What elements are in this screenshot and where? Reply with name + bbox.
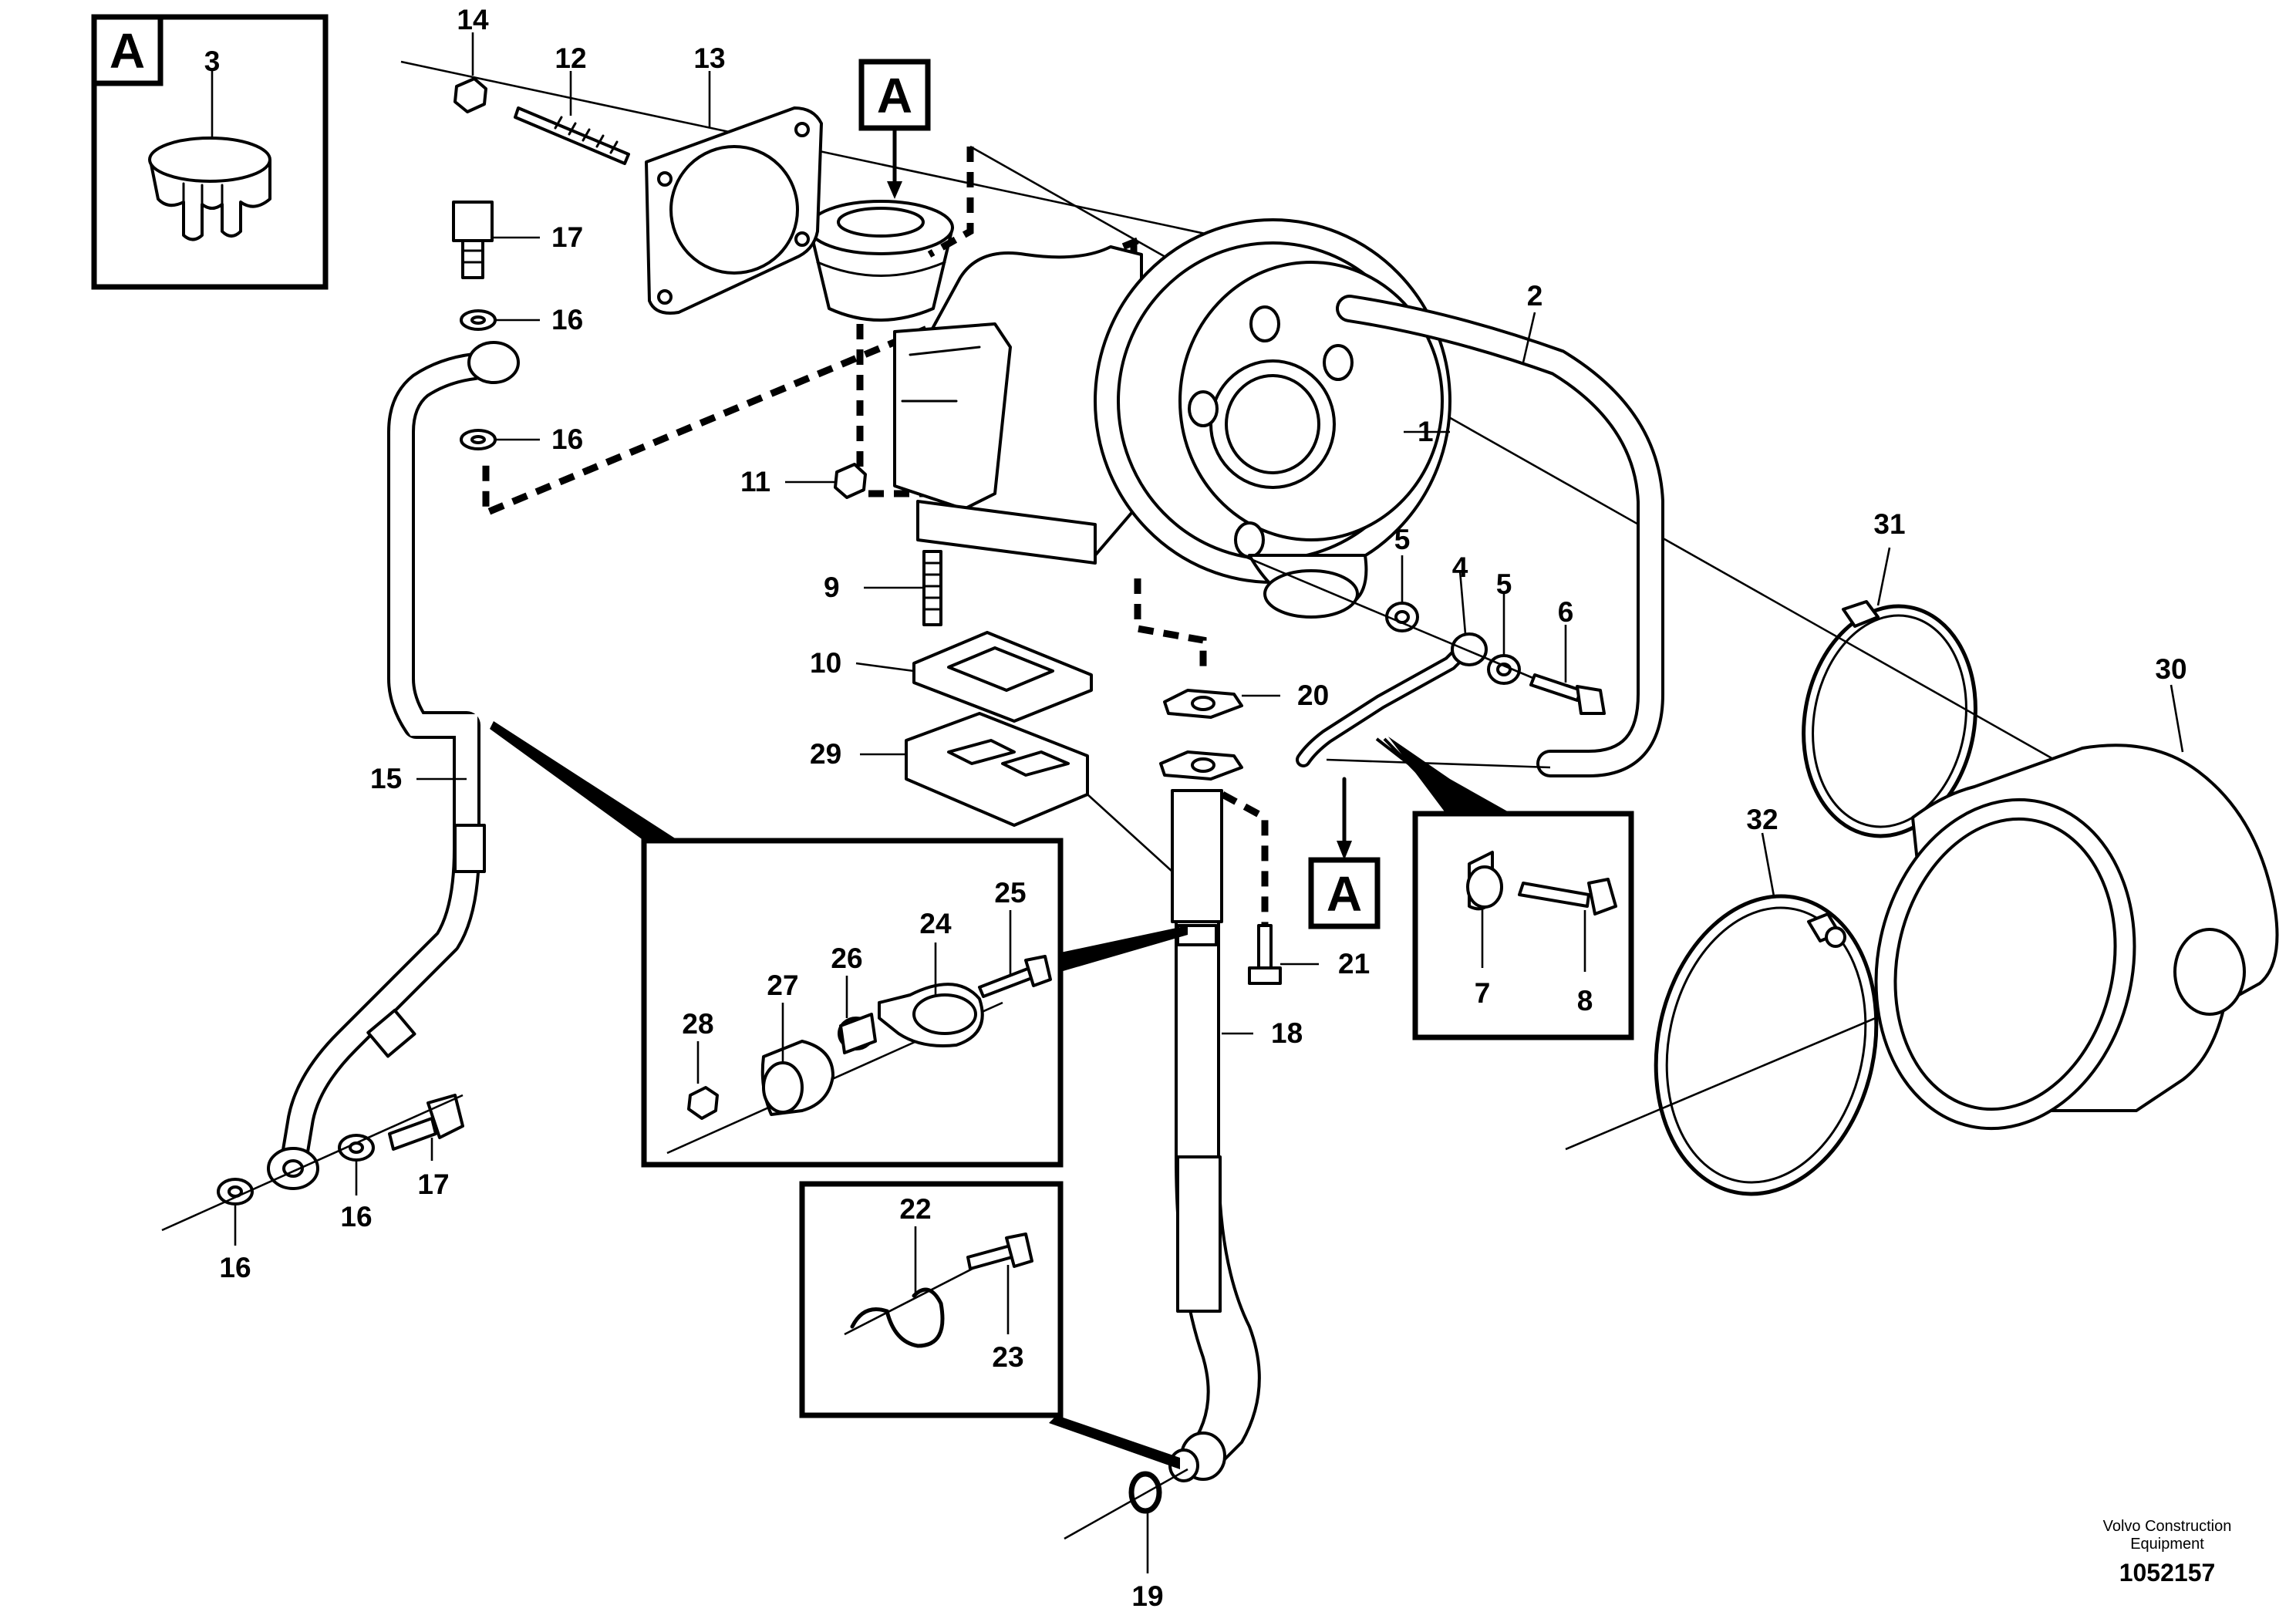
detail-box-clamp-24-28 [490, 721, 1188, 1168]
nut-part-28 [687, 1086, 719, 1120]
drain-pipe-part-18 [1168, 789, 1261, 1482]
nut-part-14 [453, 77, 487, 113]
o-ring-part-19 [1128, 1471, 1162, 1514]
gasket-part-20-b [1159, 750, 1243, 781]
o-ring-leader [1064, 1468, 1188, 1540]
gasket-part-20-a [1163, 689, 1243, 719]
label-25: 25 [994, 877, 1026, 909]
label-28: 28 [682, 1008, 713, 1040]
label-10: 10 [810, 647, 841, 679]
drawing-number: 1052157 [2119, 1559, 2216, 1587]
label-9: 9 [824, 572, 840, 603]
spacer-part-26 [838, 1013, 877, 1054]
bottom-left-leader [161, 1094, 464, 1232]
label-13: 13 [693, 42, 725, 74]
label-3: 3 [204, 46, 221, 77]
label-5-a: 5 [1394, 524, 1411, 555]
label-24: 24 [919, 908, 952, 939]
screw-part-23 [966, 1233, 1033, 1270]
label-16-a: 16 [551, 304, 583, 336]
label-7: 7 [1475, 977, 1491, 1009]
bolt-part-21 [1248, 924, 1282, 985]
label-18: 18 [1271, 1017, 1303, 1049]
ref-a-box-top: A [858, 59, 931, 199]
nut-part-11 [834, 463, 867, 499]
label-30: 30 [2155, 653, 2186, 685]
label-20: 20 [1297, 679, 1329, 711]
stud-part-12 [514, 106, 630, 165]
label-14: 14 [457, 4, 489, 35]
hose-part-2 [1336, 295, 1664, 777]
label-4: 4 [1452, 551, 1468, 583]
bump-stop-part-3 [148, 137, 271, 241]
air-pipe-part-30 [1874, 744, 2279, 1131]
label-5-b: 5 [1496, 568, 1512, 600]
footer-credit: Volvo Construction Equipment 1052157 [2103, 1518, 2232, 1587]
grommet-part-27 [760, 1040, 834, 1116]
label-32: 32 [1746, 804, 1778, 835]
label-27: 27 [767, 969, 798, 1001]
turbocharger-part-1 [893, 218, 1451, 619]
label-21: 21 [1338, 948, 1370, 980]
credit-line-2: Equipment [2130, 1536, 2204, 1553]
label-19: 19 [1131, 1580, 1163, 1612]
label-12: 12 [555, 42, 586, 74]
label-16-d: 16 [340, 1201, 372, 1233]
bump-stop-on-turbo [807, 200, 954, 322]
clamp-part-24 [878, 983, 984, 1047]
label-17-top: 17 [551, 221, 583, 253]
label-29: 29 [810, 738, 841, 770]
hose-clamp-part-32 [1654, 894, 1879, 1196]
credit-line-1: Volvo Construction [2103, 1518, 2232, 1535]
label-26: 26 [831, 943, 862, 974]
label-23: 23 [992, 1341, 1023, 1373]
spring-clip-part-22 [850, 1287, 945, 1348]
label-8: 8 [1577, 985, 1593, 1017]
detail-a-frame: A [91, 14, 329, 290]
detail-box-clamp-7-8 [1375, 737, 1634, 1040]
ref-a-box-lower: A [1308, 777, 1381, 929]
detail-a-letter: A [110, 23, 145, 79]
gasket-part-29 [905, 712, 1089, 827]
hose-2-leader [1326, 758, 1551, 769]
part-callouts: 14 12 13 3 17 16 16 11 9 10 29 20 21 18 … [204, 4, 2187, 1612]
label-6: 6 [1558, 596, 1574, 628]
label-11: 11 [740, 466, 770, 497]
label-16-c: 16 [219, 1252, 251, 1283]
ref-a-top-letter: A [877, 68, 912, 123]
stud-part-9 [922, 550, 942, 626]
bolt-part-25 [978, 955, 1052, 998]
label-16-b: 16 [551, 423, 583, 455]
ref-a-lower-letter: A [1327, 866, 1362, 922]
bolt-part-17-top [452, 201, 494, 279]
label-2: 2 [1527, 280, 1543, 312]
washer-part-16-a [460, 309, 497, 331]
washer-part-16-c [217, 1178, 254, 1206]
bolt-part-6 [1529, 673, 1606, 715]
gasket-part-10 [912, 631, 1093, 723]
small-pipe-part-4 [1296, 632, 1488, 767]
oil-pipe-part-15 [267, 341, 520, 1190]
detail-box-clip-22-23 [799, 1181, 1180, 1469]
label-31: 31 [1873, 508, 1905, 540]
gasket-part-13 [645, 106, 823, 315]
label-15: 15 [370, 763, 402, 794]
label-1: 1 [1418, 416, 1434, 447]
pipe-4-leader [1241, 554, 1536, 680]
label-22: 22 [899, 1193, 931, 1225]
hose-clamp-part-31 [1802, 600, 1977, 838]
label-17-bottom: 17 [417, 1168, 449, 1200]
washer-part-16-b [460, 429, 497, 450]
